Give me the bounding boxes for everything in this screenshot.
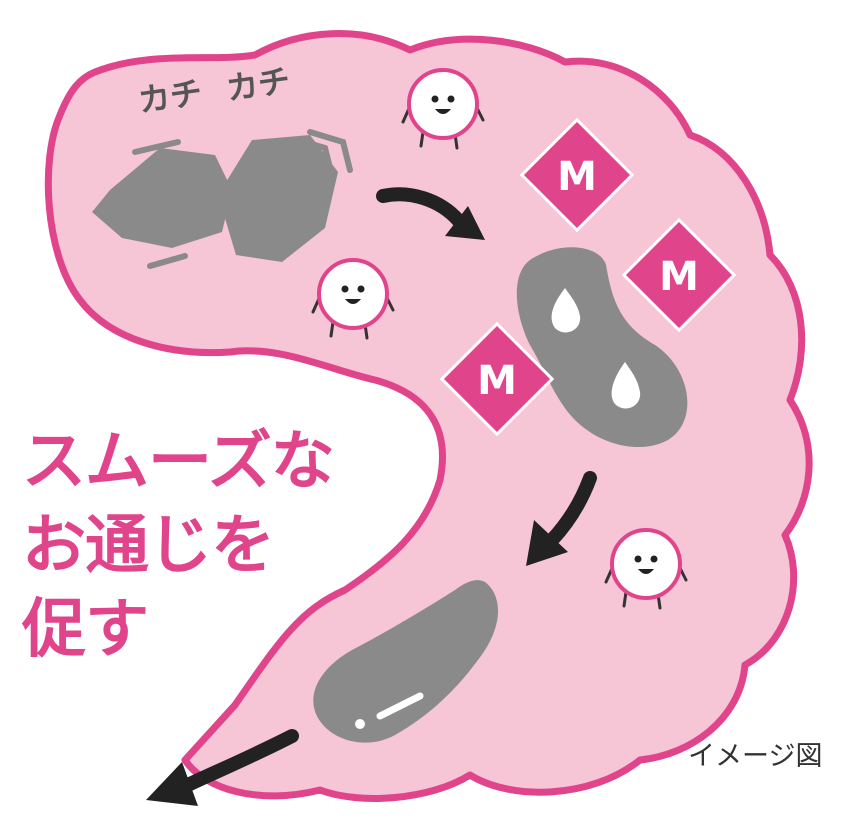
hard-stool xyxy=(92,135,338,262)
svg-text:M: M xyxy=(477,358,517,404)
passing-stool xyxy=(313,580,499,743)
water-drop-icon xyxy=(611,362,641,409)
bacteria-character xyxy=(401,68,485,150)
hard-stool-motion-lines xyxy=(132,129,353,269)
bacteria-character xyxy=(311,258,395,340)
arrow-icon xyxy=(376,187,485,240)
water-drop-icon xyxy=(551,288,581,333)
m-badge: M xyxy=(439,321,555,437)
stool-highlight xyxy=(376,692,424,720)
headline-line-3: 促す xyxy=(22,593,149,667)
svg-text:M: M xyxy=(557,154,597,200)
arrow-icon xyxy=(146,729,299,806)
image-caption: イメージ図 xyxy=(688,741,823,772)
bacteria-character xyxy=(604,528,688,610)
click-sound-2: カチ xyxy=(224,61,293,108)
svg-text:M: M xyxy=(659,254,699,300)
click-sound-1: カチ xyxy=(136,73,205,120)
headline-line-2: お通じを xyxy=(22,509,275,583)
m-badge: M xyxy=(519,117,635,233)
m-badge: M xyxy=(621,217,737,333)
headline: スムーズな お通じを 促す xyxy=(22,420,335,672)
stool-highlight-dot xyxy=(355,719,365,729)
headline-line-1: スムーズな xyxy=(22,425,335,499)
arrow-icon xyxy=(526,471,597,566)
